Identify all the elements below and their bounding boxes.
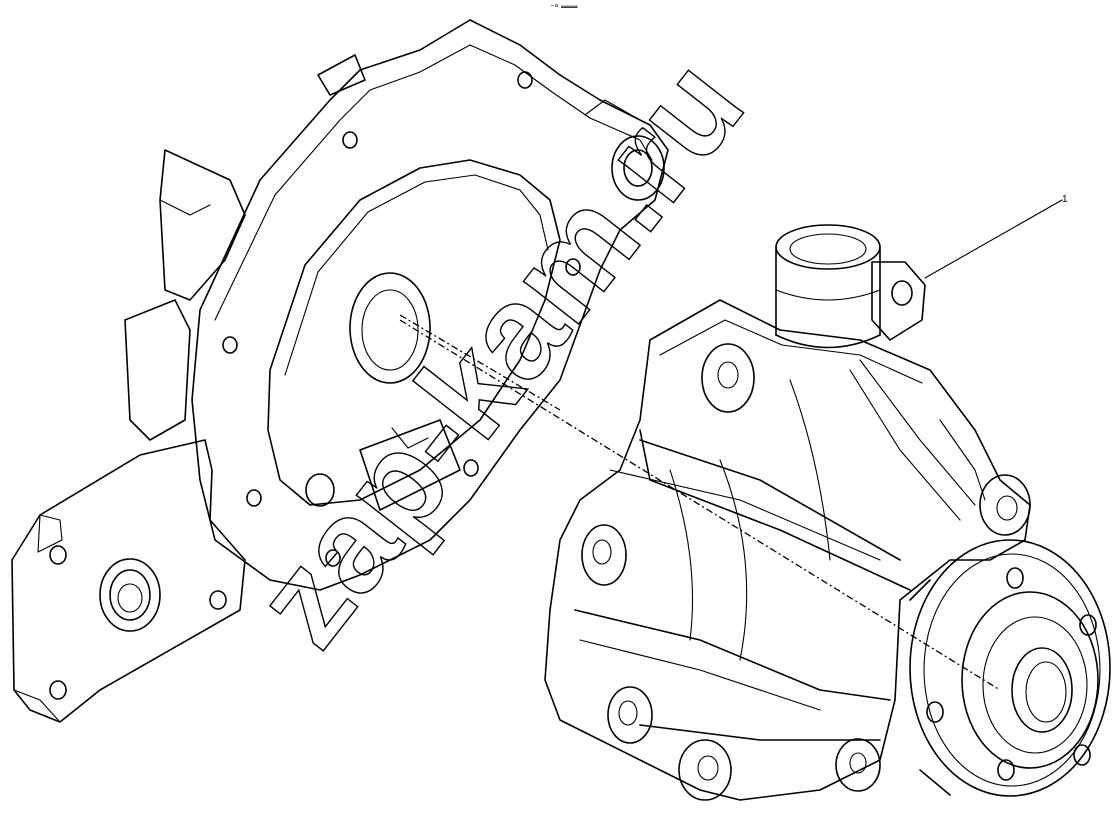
- callout-leader-line: [924, 199, 1063, 279]
- center-axis: [399, 319, 1001, 691]
- center-axis-left: [399, 314, 561, 411]
- header-tag: ⁻ᵃ ═══: [550, 3, 578, 13]
- callout-label: 1: [1062, 194, 1068, 205]
- watermark: zap-kam.ru: [226, 32, 772, 673]
- water-pump-body: [544, 224, 1111, 801]
- watermark-text: zap-kam.ru: [226, 33, 771, 673]
- pump-housing-cover: [11, 19, 669, 723]
